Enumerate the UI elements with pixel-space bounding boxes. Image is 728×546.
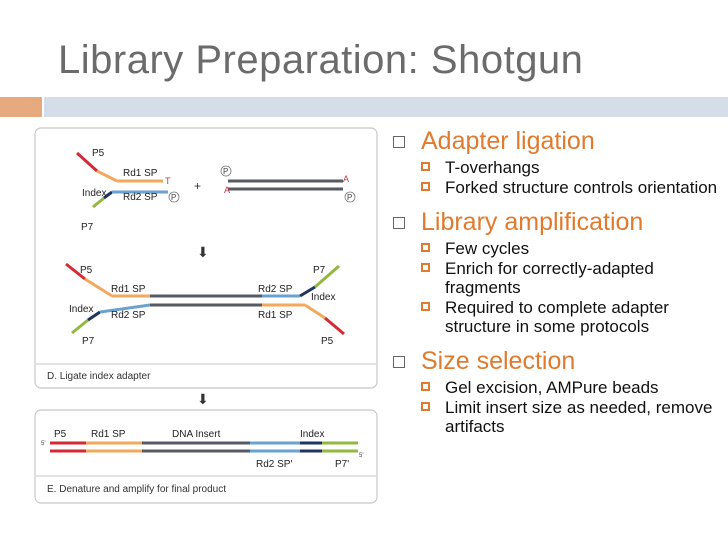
bullet-item-text: Forked structure controls orientation bbox=[445, 178, 718, 197]
label-index-left: Index bbox=[69, 304, 93, 315]
label-rd2sp: Rd2 SP bbox=[123, 192, 158, 203]
hollow-square-bullet-icon bbox=[393, 217, 405, 229]
bullet-item-text: Limit insert size as needed, remove arti… bbox=[445, 398, 713, 436]
arrow-down-icon: ⬇ bbox=[197, 391, 209, 407]
bullet-item: Enrich for correctly-adapted fragments bbox=[391, 259, 726, 297]
slide-title: Library Preparation: Shotgun bbox=[58, 38, 584, 82]
label-rd1sp-left: Rd1 SP bbox=[111, 284, 146, 295]
bullet-item: T-overhangs bbox=[391, 158, 726, 177]
label-p5-right: P5 bbox=[321, 336, 334, 347]
label-5prime-right: 5' bbox=[359, 453, 363, 459]
bullet-group-size-selection: Size selection Gel excision, AMPure bead… bbox=[391, 346, 726, 436]
square-bullet-icon bbox=[421, 263, 430, 272]
label-p5: P5 bbox=[54, 429, 67, 440]
bullet-heading-text: Library amplification bbox=[421, 208, 644, 236]
bullet-heading: Library amplification bbox=[391, 207, 726, 237]
panel-amplify-frame bbox=[34, 409, 378, 504]
title-accent-bar bbox=[42, 97, 728, 117]
bullet-item-text: Few cycles bbox=[445, 239, 530, 258]
panel-3-final: P5 Rd1 SP DNA Insert Index 5' 5' Rd2 SP'… bbox=[41, 429, 363, 470]
bullet-item-text: Required to complete adapter structure i… bbox=[445, 298, 669, 336]
arrow-down-icon: ⬇ bbox=[197, 244, 209, 260]
label-index: Index bbox=[300, 429, 324, 440]
bullet-group-library-amplification: Library amplification Few cycles Enrich … bbox=[391, 207, 726, 336]
bullet-heading: Size selection bbox=[391, 346, 726, 376]
hollow-square-bullet-icon bbox=[393, 356, 405, 368]
label-p7: P7 bbox=[81, 222, 94, 233]
bullet-item: Few cycles bbox=[391, 239, 726, 258]
bullet-item: Limit insert size as needed, remove arti… bbox=[391, 398, 726, 436]
label-rd2sp-right: Rd2 SP bbox=[258, 284, 293, 295]
bullet-item-text: Gel excision, AMPure beads bbox=[445, 378, 659, 397]
label-5prime-left: 5' bbox=[41, 441, 45, 447]
bullet-list: Adapter ligation T-overhangs Forked stru… bbox=[391, 126, 726, 446]
label-p7-left: P7 bbox=[82, 336, 95, 347]
square-bullet-icon bbox=[421, 243, 430, 252]
square-bullet-icon bbox=[421, 302, 430, 311]
label-a-right: A bbox=[343, 174, 349, 184]
panel-1-adapter: P5 Rd1 SP T Index Rd2 SP P P7 + P A A P bbox=[75, 148, 356, 233]
hollow-square-bullet-icon bbox=[393, 136, 405, 148]
square-bullet-icon bbox=[421, 402, 430, 411]
bullet-item-text: Enrich for correctly-adapted fragments bbox=[445, 259, 654, 297]
square-bullet-icon bbox=[421, 182, 430, 191]
label-phosphate-2: P bbox=[223, 167, 228, 176]
label-dna-insert: DNA Insert bbox=[172, 429, 221, 440]
square-bullet-icon bbox=[421, 162, 430, 171]
label-plus: + bbox=[194, 179, 201, 193]
label-phosphate-1: P bbox=[171, 193, 176, 202]
label-rd1sp-right: Rd1 SP bbox=[258, 310, 293, 321]
label-index: Index bbox=[82, 188, 106, 199]
bullet-heading-text: Size selection bbox=[421, 347, 576, 375]
label-index-right: Index bbox=[311, 292, 335, 303]
caption-amplify: E. Denature and amplify for final produc… bbox=[47, 484, 226, 495]
bullet-item-text: T-overhangs bbox=[445, 158, 540, 177]
label-t: T bbox=[165, 176, 171, 186]
square-bullet-icon bbox=[421, 382, 430, 391]
panel-2-ligated: P5 Rd1 SP Index Rd2 SP P7 P7 Rd2 SP Inde… bbox=[65, 262, 345, 347]
label-p5-left: P5 bbox=[80, 265, 93, 276]
label-rd2sp-prime: Rd2 SP' bbox=[256, 459, 292, 470]
bullet-heading: Adapter ligation bbox=[391, 126, 726, 156]
label-phosphate-3: P bbox=[347, 193, 352, 202]
bullet-item: Forked structure controls orientation bbox=[391, 178, 726, 197]
label-rd1sp: Rd1 SP bbox=[123, 168, 158, 179]
caption-ligate: D. Ligate index adapter bbox=[47, 371, 151, 382]
label-p7-right: P7 bbox=[313, 265, 326, 276]
label-p5: P5 bbox=[92, 148, 105, 159]
bullet-heading-text: Adapter ligation bbox=[421, 127, 595, 155]
title-accent-square bbox=[0, 97, 42, 117]
label-a-left: A bbox=[224, 185, 230, 195]
label-rd2sp-left: Rd2 SP bbox=[111, 310, 146, 321]
label-p7-prime: P7' bbox=[335, 459, 349, 470]
bullet-item: Gel excision, AMPure beads bbox=[391, 378, 726, 397]
label-rd1sp: Rd1 SP bbox=[91, 429, 126, 440]
bullet-item: Required to complete adapter structure i… bbox=[391, 298, 726, 336]
bullet-group-adapter-ligation: Adapter ligation T-overhangs Forked stru… bbox=[391, 126, 726, 197]
